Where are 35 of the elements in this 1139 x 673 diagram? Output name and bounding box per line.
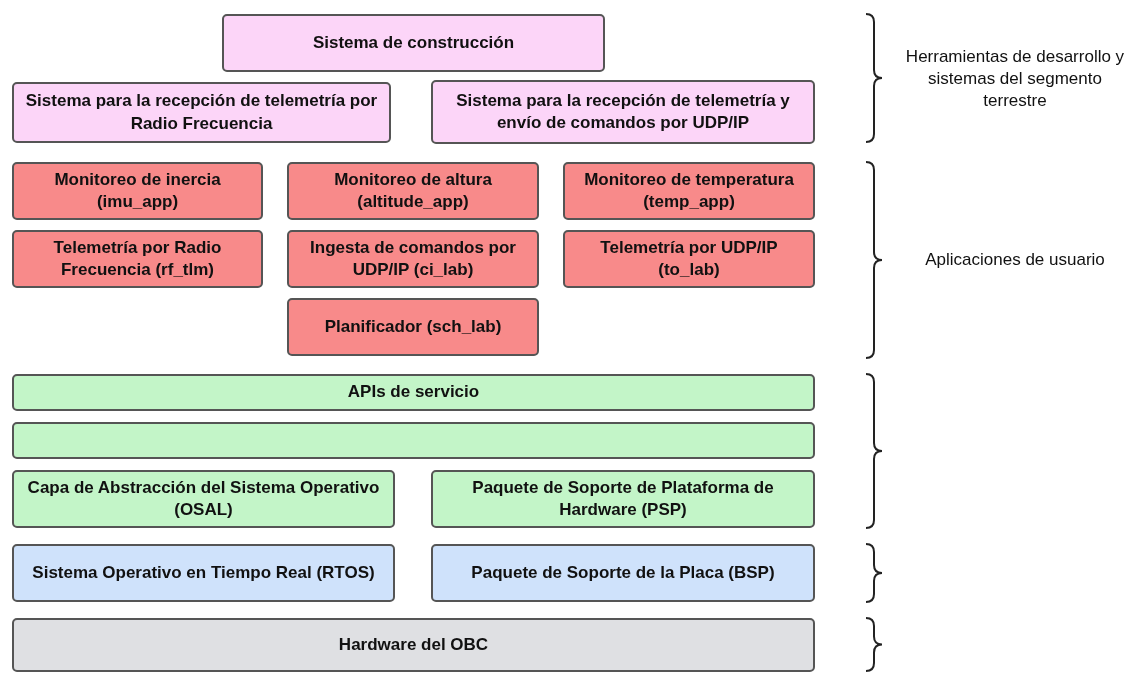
layer-box [431, 544, 815, 602]
box-label: Sistema para la recepción de telemetría y envío de comandos por UDP/IP [455, 89, 791, 134]
box-label: Telemetría por Radio Frecuencia (rf_tlm) [52, 236, 223, 281]
layer-box [12, 230, 263, 288]
box-label: Sistema de construcción [312, 31, 515, 54]
layer-box [12, 618, 815, 672]
box-label: Sistema Operativo en Tiempo Real (RTOS) [32, 561, 375, 584]
layer-box [287, 162, 539, 220]
box-label: Paquete de Soporte de Plataforma de Hardware (PSP) [471, 476, 775, 521]
layer-box [287, 298, 539, 356]
layer-box [12, 82, 391, 143]
group-label: Aplicaciones de usuario [925, 248, 1105, 271]
layer-box [222, 14, 605, 72]
layer-box [12, 374, 815, 411]
layer-box [12, 162, 263, 220]
box-label: Paquete de Soporte de la Placa (BSP) [471, 561, 775, 584]
layer-box [12, 470, 395, 528]
layer-box [12, 544, 395, 602]
box-label: Monitoreo de altura (altitude_app) [333, 168, 493, 213]
layer-box [431, 80, 815, 144]
box-label: Capa de Abstracción del Sistema Operativo (OSAL) [26, 476, 381, 521]
box-label: APIs de servicio [347, 381, 480, 404]
box-label: Telemetría por UDP/IP (to_lab) [599, 236, 779, 281]
layer-box [287, 230, 539, 288]
group-label: Herramientas de desarrollo y sistemas del segmento terrestre [904, 45, 1126, 113]
layer-box [563, 230, 815, 288]
empty-layer-box [12, 422, 815, 459]
box-label: Sistema para la recepción de telemetría por Radio Frecuencia [24, 90, 379, 135]
box-label: Monitoreo de inercia (imu_app) [53, 168, 222, 213]
layer-box [563, 162, 815, 220]
box-label: Monitoreo de temperatura (temp_app) [583, 168, 795, 213]
box-label: Planificador (sch_lab) [324, 315, 502, 338]
layer-box [431, 470, 815, 528]
box-label: Ingesta de comandos por UDP/IP (ci_lab) [309, 236, 517, 281]
box-label: Hardware del OBC [338, 633, 489, 656]
